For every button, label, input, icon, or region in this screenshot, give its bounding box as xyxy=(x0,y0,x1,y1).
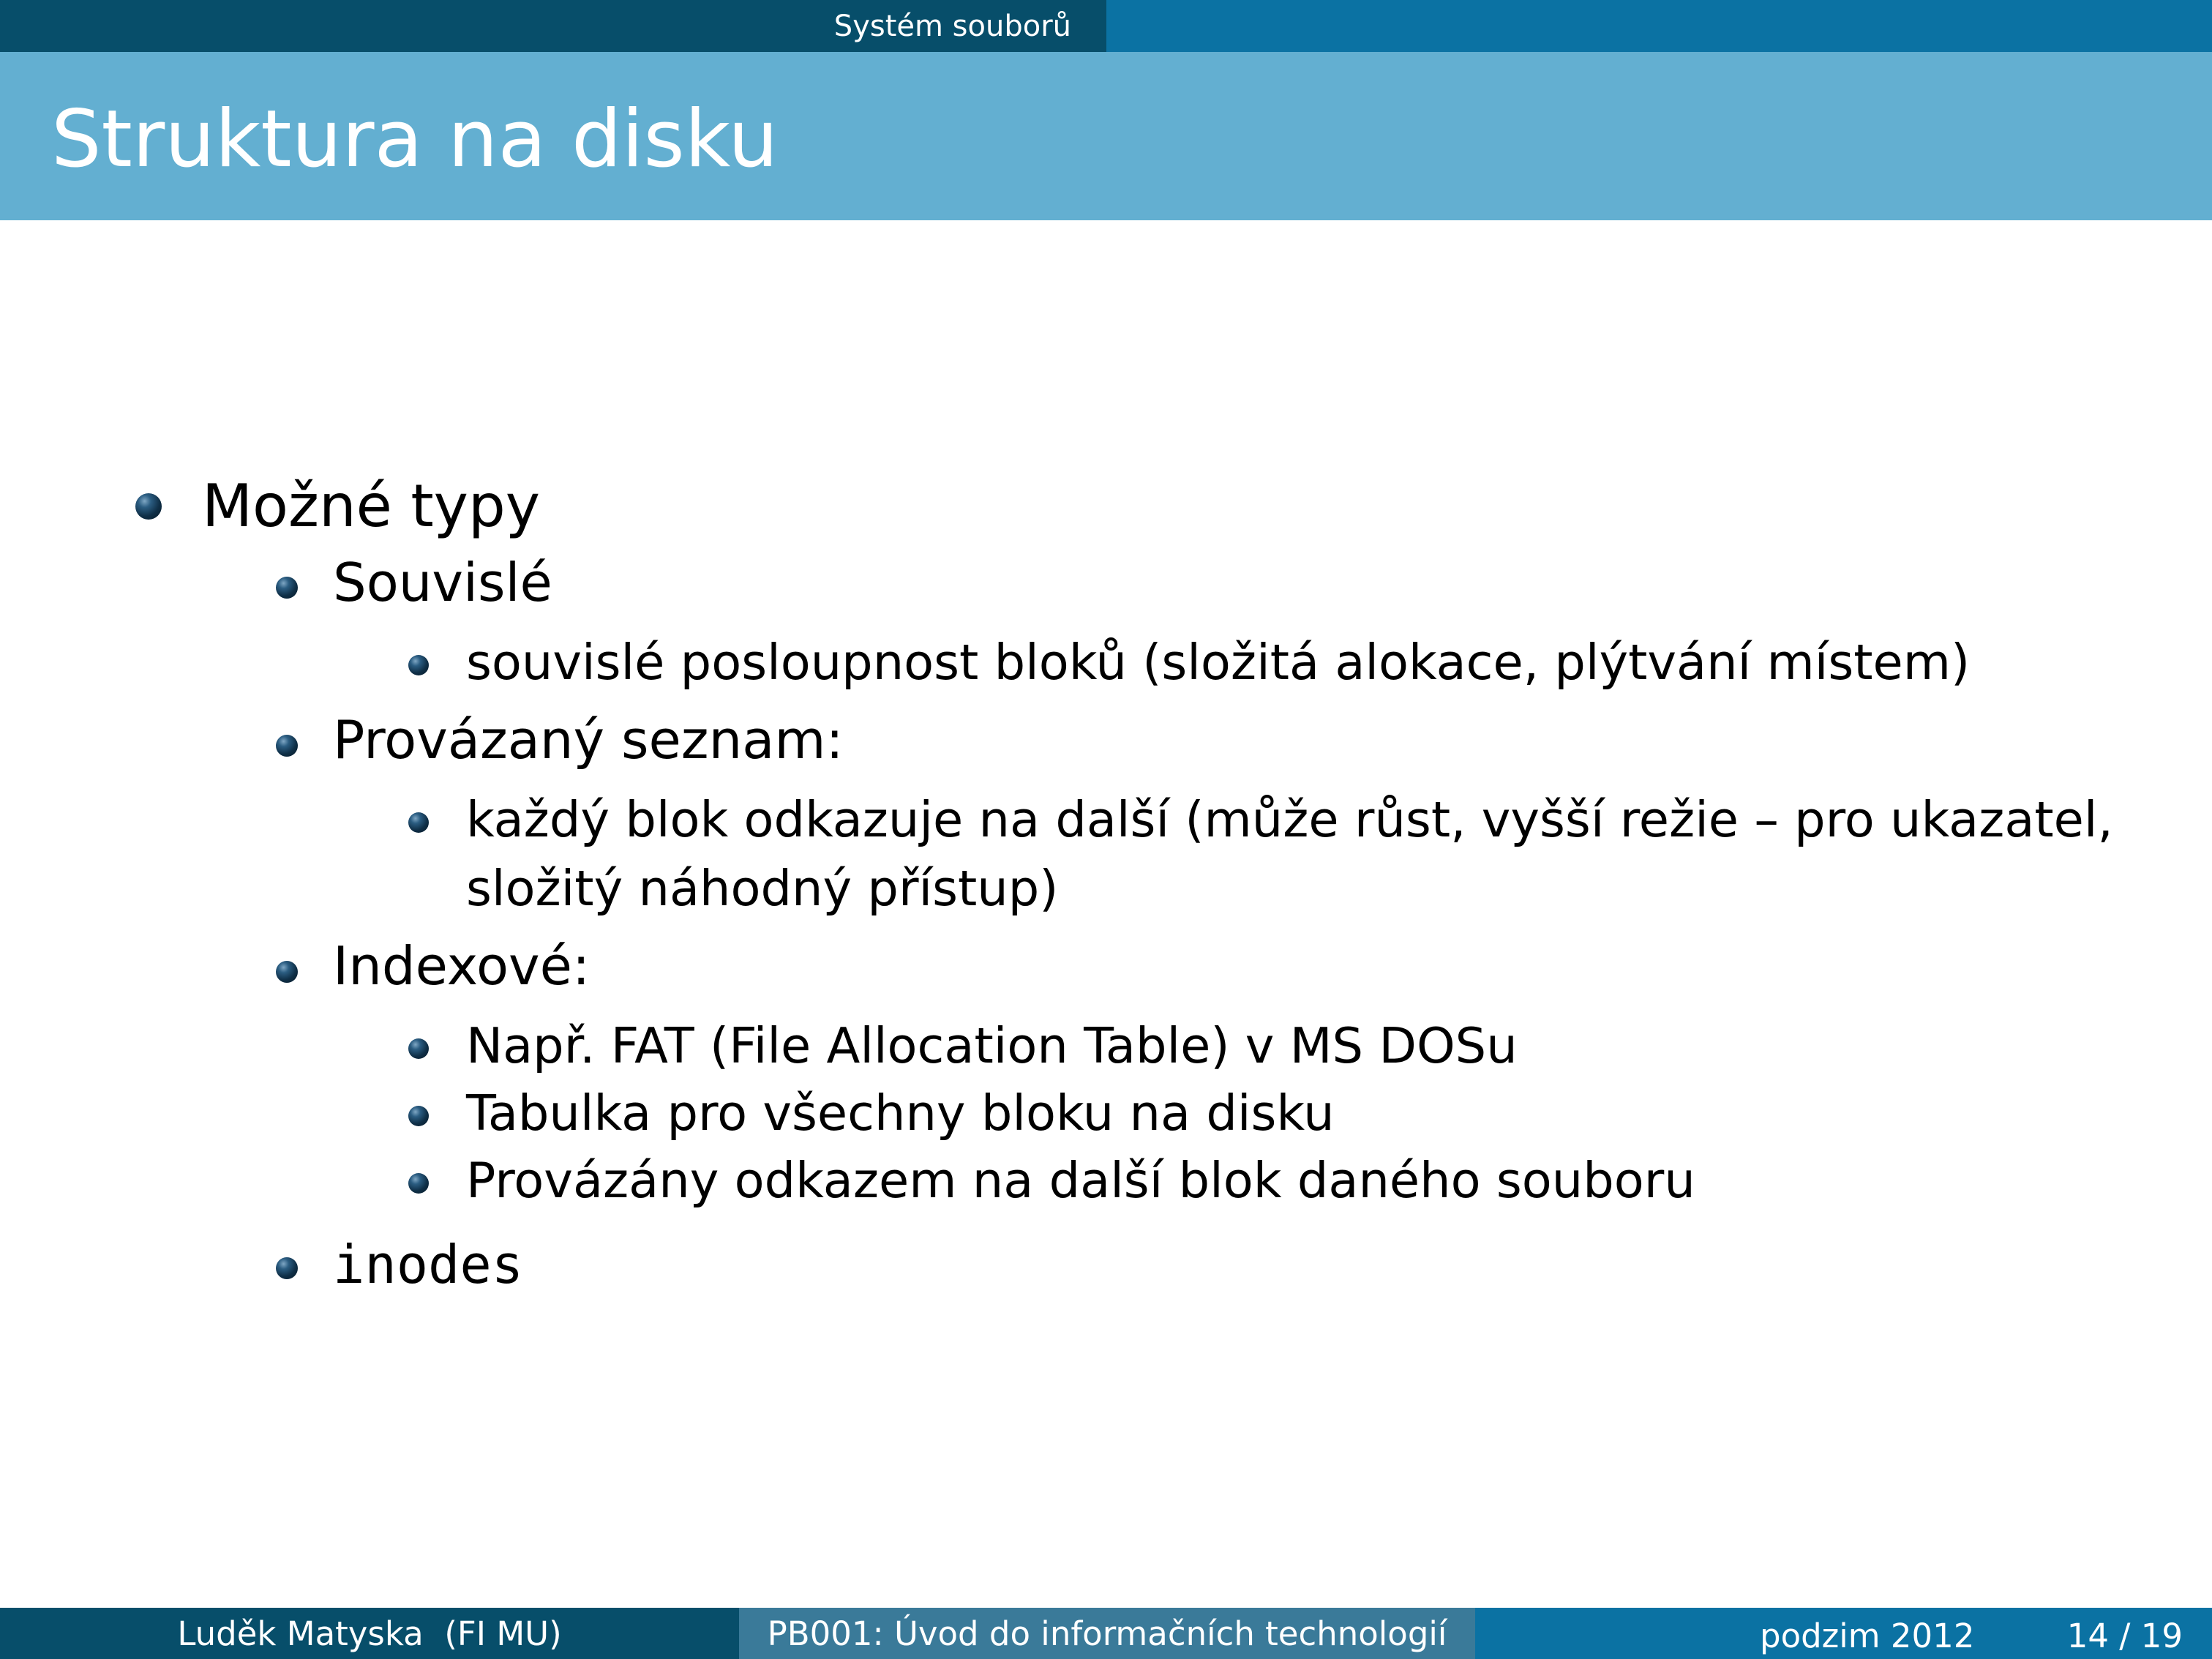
bullet-linked-list-detail-line1: každý blok odkazuje na další (může růst,… xyxy=(466,791,2113,848)
bullet-contiguous: Souvislé xyxy=(333,552,552,613)
title-bar: Struktura na disku xyxy=(0,52,2212,220)
bullet-indexed-detail-linked: Provázány odkazem na další blok daného s… xyxy=(466,1152,1695,1209)
bullet-indexed: Indexové: xyxy=(333,935,591,997)
footer-author-box: Luděk Matyska (FI MU) xyxy=(0,1608,739,1659)
bullet-icon xyxy=(276,1257,298,1279)
page-number: 14 / 19 xyxy=(2066,1617,2183,1655)
bullet-icon xyxy=(408,1173,429,1194)
bullet-indexed-detail-fat: Např. FAT (File Allocation Table) v MS D… xyxy=(466,1017,1518,1074)
bullet-icon xyxy=(408,1038,429,1059)
bullet-icon xyxy=(135,493,162,520)
footer-date: podzim 2012 xyxy=(1760,1617,1975,1655)
bullet-inodes: inodes xyxy=(333,1234,524,1295)
header-right-bar xyxy=(1106,0,2212,52)
footer: Luděk Matyska (FI MU) PB001: Úvod do inf… xyxy=(0,1608,2212,1659)
bullet-linked-list-detail-line2: složitý náhodný přístup) xyxy=(466,860,1059,917)
footer-info-box: podzim 2012 14 / 19 xyxy=(1475,1608,2212,1659)
footer-course: PB001: Úvod do informačních technologií xyxy=(767,1614,1447,1653)
bullet-icon xyxy=(276,961,298,983)
bullet-icon xyxy=(408,812,429,833)
slide-title: Struktura na disku xyxy=(51,94,779,185)
footer-author: Luděk Matyska (FI MU) xyxy=(177,1614,562,1653)
bullet-icon xyxy=(408,655,429,675)
bullet-possible-types: Možné typy xyxy=(202,472,541,540)
bullet-icon xyxy=(408,1106,429,1126)
bullet-contiguous-detail: souvislé posloupnost bloků (složitá alok… xyxy=(466,634,1971,691)
section-name: Systém souborů xyxy=(833,9,1071,43)
bullet-icon xyxy=(276,577,298,599)
section-name-box: Systém souborů xyxy=(0,0,1106,52)
footer-course-box: PB001: Úvod do informačních technologií xyxy=(739,1608,1475,1659)
bullet-linked-list: Provázaný seznam: xyxy=(333,709,844,771)
bullet-indexed-detail-table: Tabulka pro všechny bloku na disku xyxy=(466,1085,1335,1142)
header-strip: Systém souborů xyxy=(0,0,2212,52)
bullet-icon xyxy=(276,735,298,757)
